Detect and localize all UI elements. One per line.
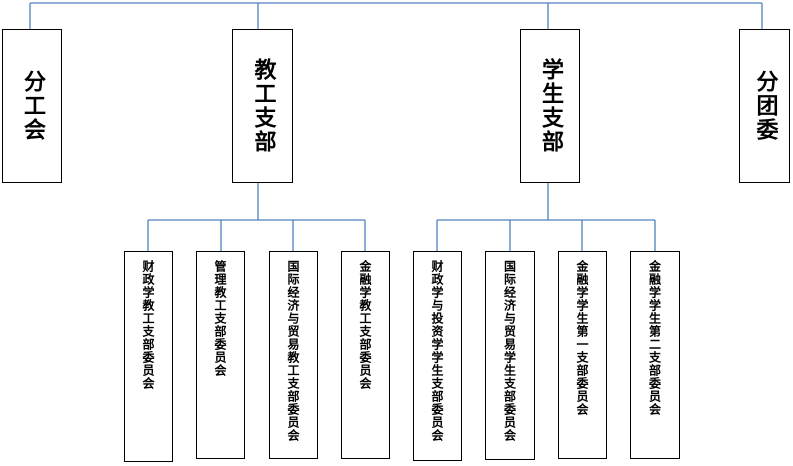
student-committee-banking-1: 金融学学生第一支部委员会: [558, 251, 607, 459]
unit-youth-league: 分团委: [739, 29, 790, 183]
student-committee-trade: 国际经济与贸易学生支部委员会: [485, 251, 535, 460]
faculty-committee-banking: 金融学教工支部委员会: [341, 251, 390, 459]
faculty-committee-management: 管理教工支部委员会: [196, 251, 245, 459]
student-committee-finance-investment: 财政学与投资学学生支部委员会: [413, 251, 462, 461]
committee-label: 国际经济与贸易学生支部委员会: [502, 260, 517, 442]
unit-faculty-branch: 教工支部: [232, 29, 293, 183]
committee-label: 财政学与投资学学生支部委员会: [430, 260, 444, 442]
unit-student-branch-label: 学生支部: [538, 58, 563, 154]
committee-label: 国际经济与贸易教工支部委员会: [286, 260, 300, 442]
committee-label: 管理教工支部委员会: [213, 260, 227, 377]
committee-label: 金融学学生第一支部委员会: [575, 260, 589, 416]
faculty-committee-trade: 国际经济与贸易教工支部委员会: [269, 251, 318, 459]
unit-fengonghui-label: 分工会: [20, 70, 45, 142]
unit-youth-league-label: 分团委: [752, 70, 778, 142]
unit-faculty-branch-label: 教工支部: [250, 58, 276, 154]
committee-label: 金融学学生第二支部委员会: [647, 260, 662, 416]
unit-fengonghui: 分工会: [2, 29, 62, 183]
unit-student-branch: 学生支部: [520, 29, 580, 183]
committee-label: 金融学教工支部委员会: [358, 260, 372, 390]
committee-label: 财政学教工支部委员会: [141, 260, 155, 390]
student-committee-banking-2: 金融学学生第二支部委员会: [630, 251, 680, 459]
faculty-committee-finance: 财政学教工支部委员会: [124, 251, 173, 462]
